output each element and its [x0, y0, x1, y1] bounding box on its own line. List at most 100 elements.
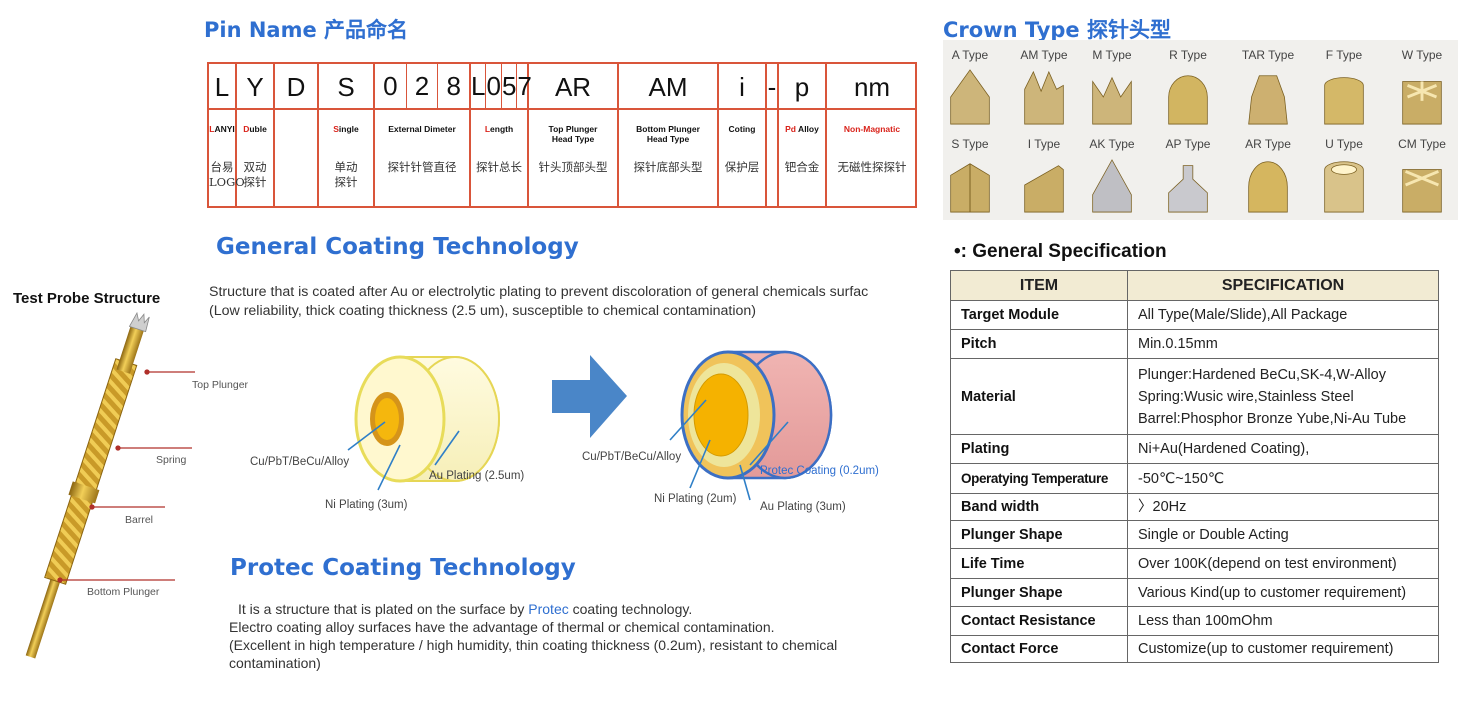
spec-item: Operatying Temperature [950, 463, 1128, 494]
spec-item: Target Module [950, 300, 1128, 330]
pin-name-title: Pin Name 产品命名 [204, 18, 409, 42]
spec-value: All Type(Male/Slide),All Package [1127, 300, 1439, 330]
pin-code-char: S [319, 64, 373, 110]
crown-type-label: U Type [1325, 137, 1363, 151]
spec-value: Ni+Au(Hardened Coating), [1127, 434, 1439, 464]
protec-line1-a: It is a structure that is plated on the … [238, 601, 529, 617]
pin-column-en: Bottom Plunger Head Type [619, 124, 717, 144]
crown-type-label: W Type [1401, 48, 1443, 62]
spec-item: Pitch [950, 329, 1128, 359]
pin-column-en-initial: Pd [785, 124, 797, 134]
pin-column: AR Top Plunger Head Type 针头顶部头型 [529, 64, 619, 206]
leader-lines [347, 399, 789, 501]
crown-type-image [1024, 165, 1064, 213]
protec-line1: It is a structure that is plated on the … [238, 600, 692, 619]
pin-code-char: p [779, 64, 825, 110]
pin-code-letter: Y [246, 72, 264, 102]
pin-column-en: Non-Magnatic [827, 124, 917, 134]
pin-column-en: Length [471, 124, 527, 134]
spec-item: Plunger Shape [950, 578, 1128, 607]
crown-type-image [1248, 75, 1288, 125]
spec-item: Band width [950, 493, 1128, 521]
pin-code-letter: - [767, 72, 777, 102]
probe-title: Test Probe Structure [13, 290, 161, 307]
pin-code-char: L [209, 64, 235, 110]
spec-value: Less than 100mOhm [1127, 606, 1439, 636]
spec-item: Contact Force [950, 635, 1128, 663]
left-core-label: Cu/PbT/BeCu/Alloy [250, 456, 350, 468]
probe-label-bottom-plunger: Bottom Plunger [87, 586, 160, 598]
pin-column-zh: 针头顶部头型 [538, 160, 608, 174]
spec-value: Single or Double Acting [1127, 520, 1439, 549]
crown-type-image [1324, 161, 1364, 213]
spec-item: Life Time [950, 548, 1128, 579]
spec-row: Band width〉20Hz [950, 493, 1439, 521]
pin-column-zh: 无磁性探探针 [837, 160, 907, 174]
pin-column-zh: 探针底部头型 [633, 160, 703, 174]
pin-column-zh: 双动 探针 [243, 160, 267, 189]
spec-item: Plating [950, 434, 1128, 464]
pin-code-char: nm [827, 64, 917, 110]
crown-type-image [1168, 165, 1208, 213]
pin-column-en: Top Plunger Head Type [529, 124, 617, 144]
left-ni-label: Ni Plating (3um) [325, 499, 408, 511]
pin-code-letter: AM [648, 72, 688, 102]
pin-code-letter: D [286, 72, 306, 102]
crown-type-label: M Type [1092, 48, 1132, 62]
pin-column-en: LANYI [209, 124, 235, 134]
protec-line2: Electro coating alloy surfaces have the … [229, 619, 775, 635]
crown-type-image [1402, 81, 1442, 125]
spec-value: Over 100K(depend on test environment) [1127, 548, 1439, 579]
pin-column: AM Bottom Plunger Head Type 探针底部头型 [619, 64, 719, 206]
pin-column-zh: 单动 探针 [334, 160, 358, 189]
pin-code-char: i [719, 64, 765, 110]
pin-column-en-initial: Non-Magnatic [843, 124, 901, 134]
pin-code-letter: S [337, 72, 355, 102]
pin-column-en-rest: ingle [338, 124, 359, 134]
pin-column: - [767, 64, 779, 206]
pin-column-zh: 钯合金 [784, 160, 820, 174]
pin-column-zh: 探针总长 [476, 160, 522, 174]
probe-illustration [25, 311, 195, 659]
general-coating-line1: Structure that is coated after Au or ele… [209, 284, 869, 300]
crown-type-label: AP Type [1165, 137, 1211, 151]
right-core-label: Cu/PbT/BeCu/Alloy [582, 451, 682, 463]
crown-type-label: R Type [1169, 48, 1207, 62]
coating-diagram [347, 350, 833, 501]
pin-code-letter: AR [554, 72, 592, 102]
pin-code-char: D [275, 64, 317, 110]
pin-column-en-initial: L [484, 124, 491, 134]
pin-column-en-rest: External Dimeter [388, 124, 456, 134]
transform-arrow [552, 355, 627, 438]
protec-line3: (Excellent in high temperature / high hu… [229, 637, 838, 653]
general-coating-cylinder [354, 355, 500, 483]
pin-code-char: Y [237, 64, 273, 110]
pin-column-en-rest: uble [249, 124, 267, 134]
pin-column-zh: 台易LOGO [209, 160, 245, 189]
spec-item: Material [950, 358, 1128, 435]
crown-type-label: S Type [951, 137, 989, 151]
crown-type-label: CM Type [1398, 137, 1446, 151]
pin-code-letter: 2 [407, 64, 439, 108]
spec-title-text: General Specification [972, 241, 1167, 262]
general-coating-line2: (Low reliability, thick coating thicknes… [209, 303, 756, 319]
pin-code-letter: L [471, 64, 487, 108]
pin-code-letter: 8 [446, 71, 461, 101]
crown-type-image [1248, 161, 1288, 213]
crown-type-title: Crown Type 探针头型 [943, 18, 1171, 42]
right-au-label: Au Plating (3um) [760, 501, 846, 513]
pin-code-letter: p [794, 72, 810, 102]
probe-label-top-plunger: Top Plunger [192, 379, 249, 391]
pin-code-letter: 7 [517, 71, 532, 101]
spec-value: Plunger:Hardened BeCu,SK-4,W-Alloy Sprin… [1127, 358, 1439, 435]
pin-column: D [275, 64, 319, 206]
